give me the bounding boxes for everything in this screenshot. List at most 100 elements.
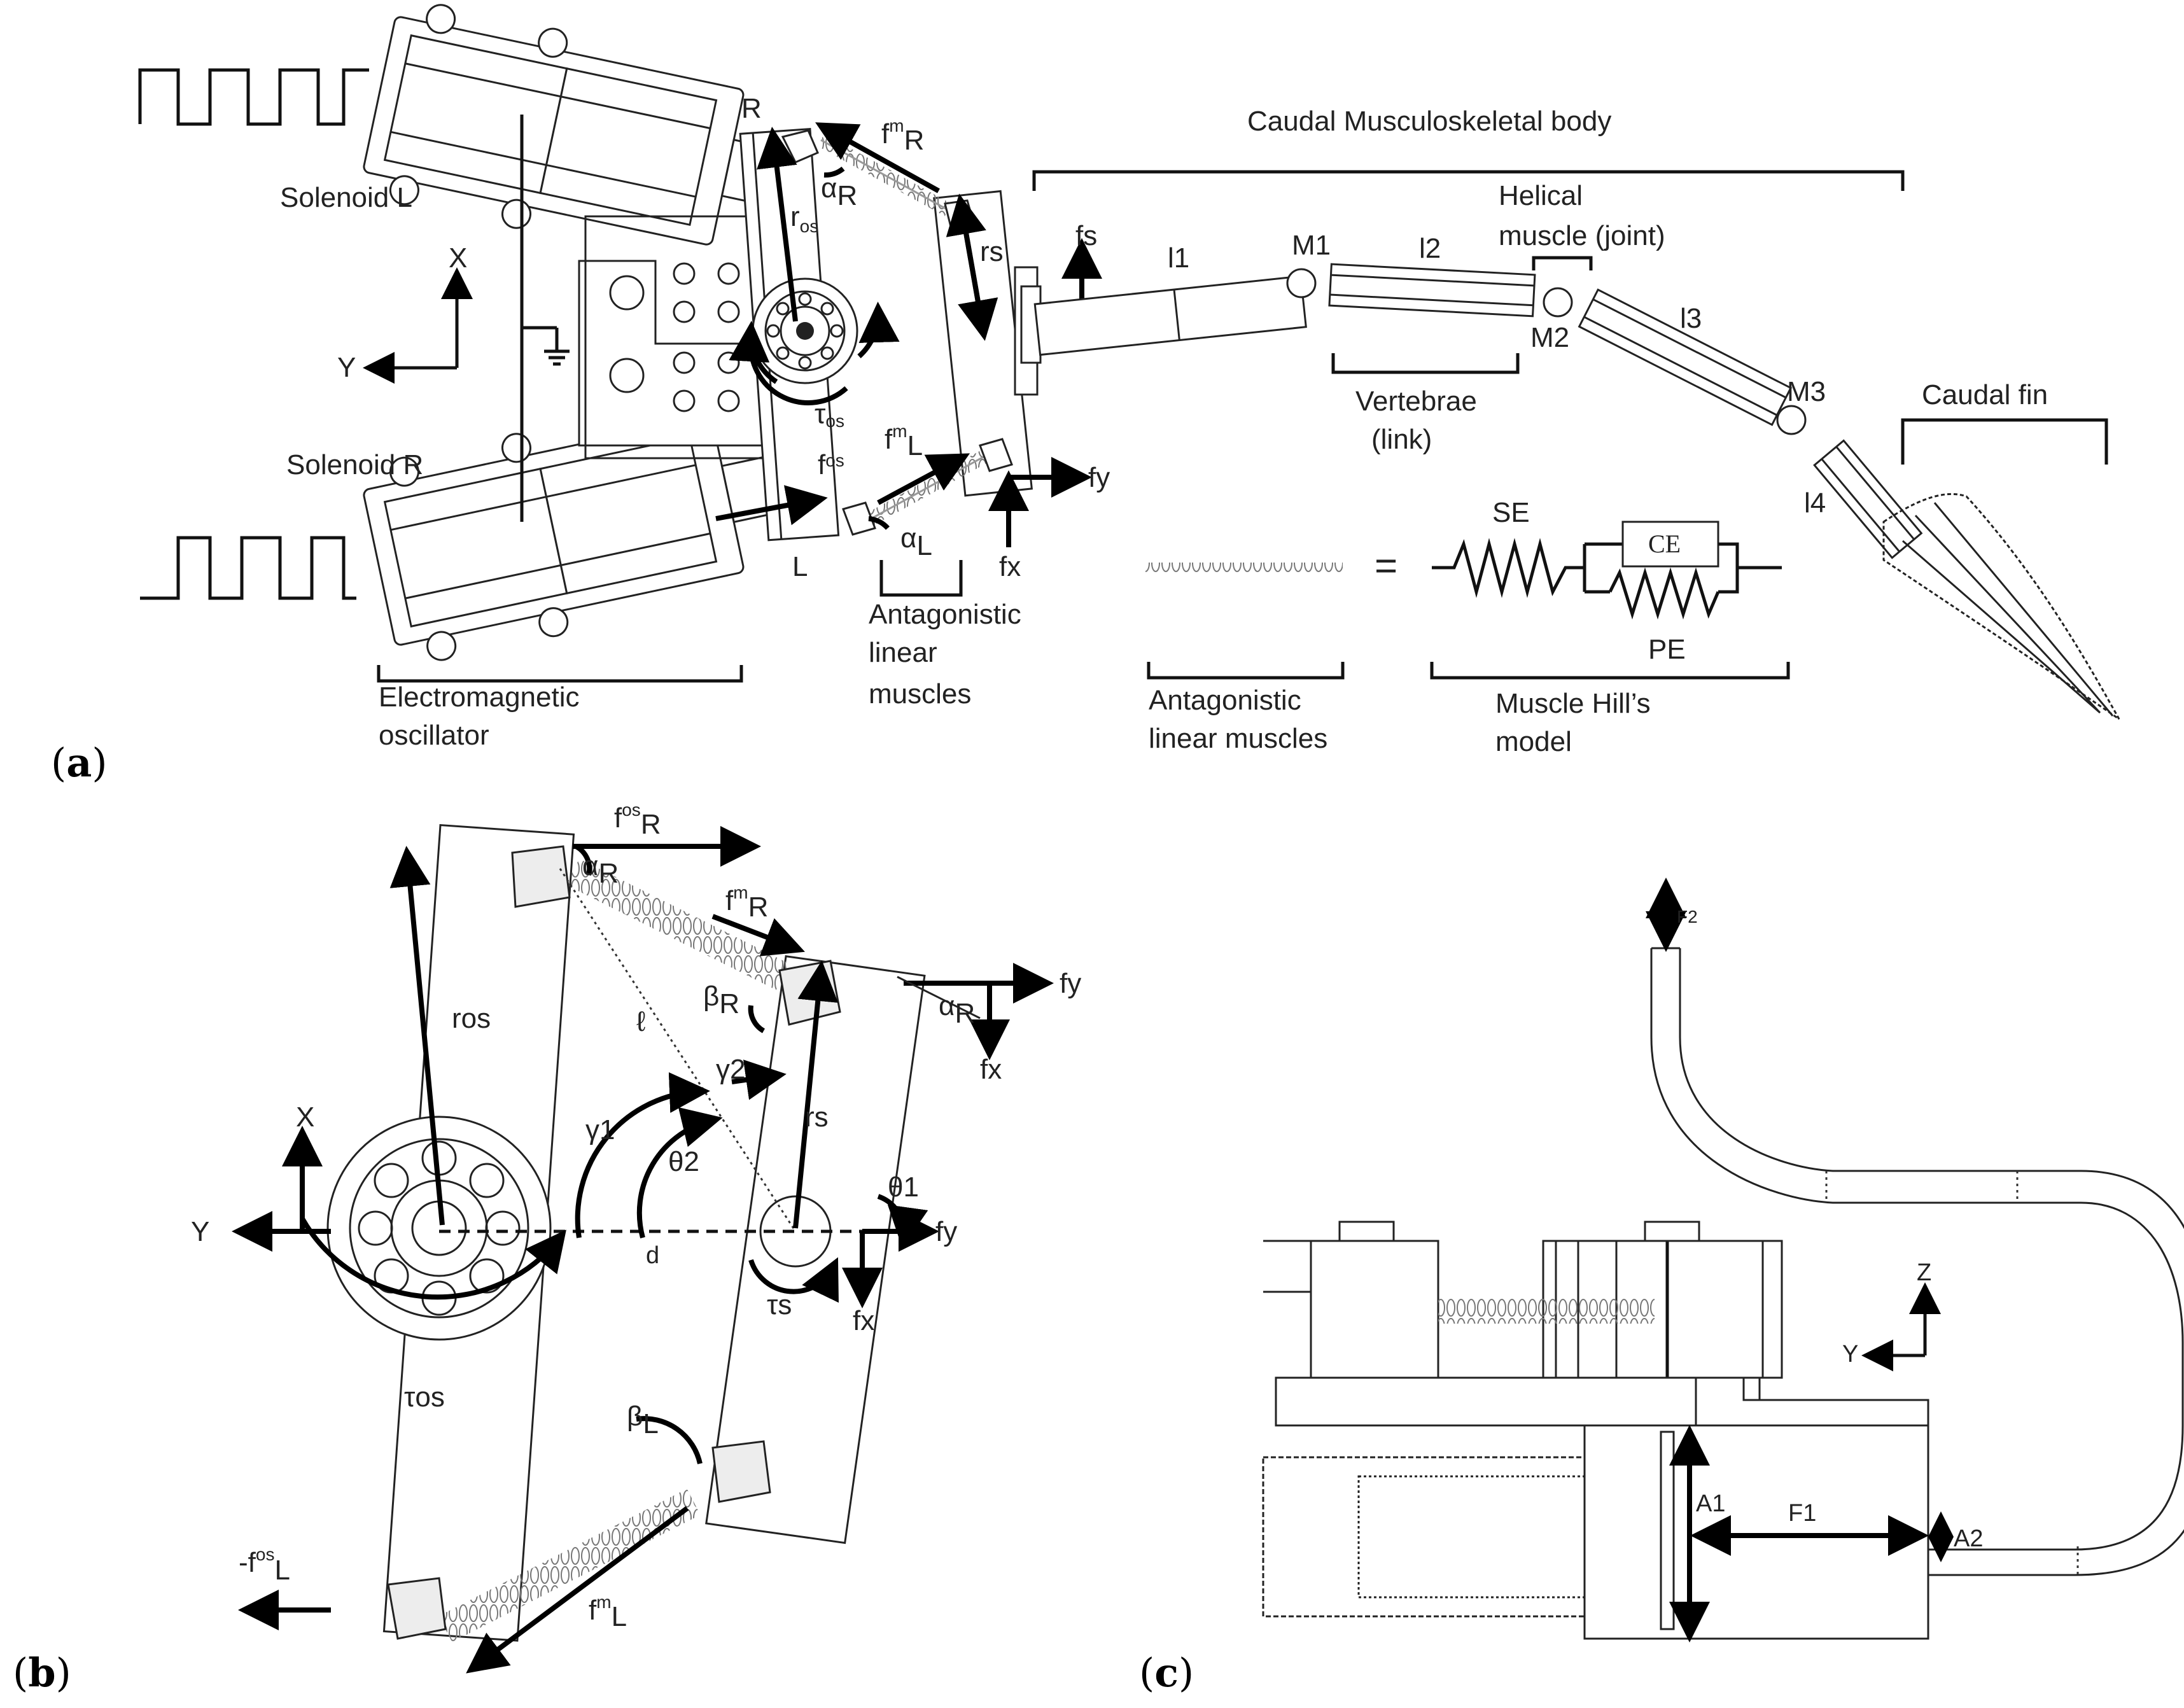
- b-fmR-sup: m: [733, 883, 748, 902]
- b-fmR: f: [725, 885, 734, 916]
- b-axis-x: X: [296, 1102, 314, 1133]
- b-fmL-sup: m: [596, 1592, 611, 1612]
- SE-label: SE: [1492, 497, 1530, 528]
- svg-text:fos: fos: [818, 449, 844, 480]
- solenoid-l-label: Solenoid L: [280, 182, 412, 213]
- joint-m2: [1543, 287, 1573, 318]
- a-M3: M3: [1787, 376, 1826, 407]
- a-M1: M1: [1292, 230, 1331, 261]
- b-fosL-sup: os: [256, 1544, 275, 1564]
- svg-text:αR: αR: [821, 172, 857, 211]
- a-label-R: R: [741, 93, 762, 124]
- caudal-body-bracket: [1032, 170, 1905, 191]
- a-axis-y: Y: [337, 352, 356, 383]
- b-fmL: f: [589, 1595, 597, 1626]
- panel-b: fosR αR fmR βR αR fy fx ros ℓ γ2 γ1 θ2 r…: [13, 800, 1081, 1696]
- b-alphaR-sub: R: [598, 858, 619, 889]
- c-tail-tube: [1650, 948, 2184, 1551]
- b-bearing: [326, 1116, 552, 1341]
- ant-b-label-1: Antagonistic: [1149, 685, 1301, 716]
- c-axis-y: Y: [1842, 1341, 1858, 1368]
- equals-sign: =: [1375, 544, 1397, 588]
- svg-text:βL: βL: [627, 1401, 659, 1439]
- PE-label: PE: [1648, 634, 1686, 665]
- base-plate: [578, 260, 778, 447]
- a-rs: rs: [980, 236, 1004, 267]
- a-alphaR: α: [821, 172, 837, 204]
- svg-text:fmR: fmR: [881, 116, 924, 156]
- c-block-left: [1310, 1240, 1439, 1379]
- b-fmR-sub: R: [748, 892, 769, 923]
- link-l4: [1813, 439, 1923, 559]
- b-theta2: θ2: [668, 1146, 699, 1177]
- plate-holes: [609, 262, 740, 412]
- b-tas: τs: [767, 1289, 792, 1320]
- b-betaR-sub: R: [719, 988, 739, 1019]
- a-taos-sub: os: [825, 411, 844, 431]
- a-fx: fx: [999, 551, 1021, 582]
- a-alphaL: α: [900, 522, 916, 554]
- panel-a-label: (a): [51, 739, 108, 786]
- b-fx2: fx: [853, 1305, 874, 1336]
- a-fos: f: [818, 449, 826, 480]
- a-fmL-sub: L: [907, 430, 923, 461]
- b-gamma1: γ1: [585, 1114, 615, 1145]
- se-spring: [1432, 538, 1585, 598]
- a-ros: r: [790, 201, 800, 232]
- ant-label-3: muscles: [869, 678, 971, 710]
- b-fosL: -f: [239, 1547, 256, 1578]
- link-l2: [1328, 263, 1536, 318]
- a-fmR-sup: m: [889, 116, 904, 136]
- b-betaL: β: [627, 1401, 643, 1432]
- svg-text:αR: αR: [582, 850, 619, 889]
- a-fmR-sub: R: [904, 125, 925, 156]
- a-fmL-sup: m: [892, 421, 907, 441]
- b-alphaR2-sub: R: [955, 998, 975, 1029]
- svg-text:fmL: fmL: [885, 421, 923, 461]
- c-axis-z: Z: [1917, 1259, 1931, 1286]
- a-l4: l4: [1804, 487, 1826, 519]
- ant-b-label-2: linear muscles: [1149, 723, 1327, 754]
- b-fosR: f: [614, 802, 622, 834]
- c-base-plate: [1275, 1376, 1929, 1427]
- a-alphaR-sub: R: [837, 180, 857, 211]
- square-wave-bottom: [140, 536, 356, 600]
- b-taos: τos: [404, 1382, 445, 1413]
- b-fy: fy: [1060, 968, 1081, 999]
- c-F1: F1: [1788, 1500, 1816, 1527]
- a-alphaL-sub: L: [916, 530, 932, 561]
- helical-label-2: muscle (joint): [1499, 220, 1665, 251]
- b-alphaR: α: [582, 850, 598, 881]
- svg-text:-fosL: -fosL: [239, 1544, 290, 1586]
- link-l1: [1033, 275, 1307, 356]
- c-F2: F2: [1677, 907, 1698, 927]
- em-osc-label-2: oscillator: [379, 720, 489, 751]
- caudal-body-label: Caudal Musculoskeletal body: [1247, 106, 1611, 137]
- vertebrae-label-1: Vertebrae: [1355, 386, 1477, 417]
- link-l3: [1578, 288, 1793, 426]
- b-fosL-sub: L: [274, 1555, 290, 1586]
- b-fmL-sub: L: [612, 1601, 627, 1632]
- b-betaL-sub: L: [643, 1408, 658, 1439]
- b-axis-y: Y: [191, 1216, 209, 1247]
- b-fx: fx: [980, 1054, 1002, 1085]
- b-fy2: fy: [935, 1216, 957, 1247]
- svg-text:fmR: fmR: [725, 883, 768, 923]
- a-l2: l2: [1419, 233, 1441, 264]
- a-fs: fs: [1075, 220, 1097, 251]
- joint-m1: [1286, 268, 1317, 298]
- b-gamma2: γ2: [716, 1054, 745, 1085]
- a-fos-sub: os: [825, 451, 844, 470]
- ant-label-1: Antagonistic: [869, 599, 1021, 630]
- svg-text:fmL: fmL: [589, 1592, 627, 1632]
- pe-spring: [1608, 567, 1720, 620]
- c-A2: A2: [1954, 1525, 1983, 1552]
- a-M2: M2: [1530, 322, 1569, 353]
- square-wave-top: [138, 68, 369, 126]
- svg-text:fosR: fosR: [614, 800, 661, 840]
- CE-label: CE: [1648, 529, 1681, 558]
- b-ell: ℓ: [636, 1006, 645, 1037]
- joint-m3: [1776, 405, 1807, 435]
- hill-label-2: model: [1495, 726, 1572, 757]
